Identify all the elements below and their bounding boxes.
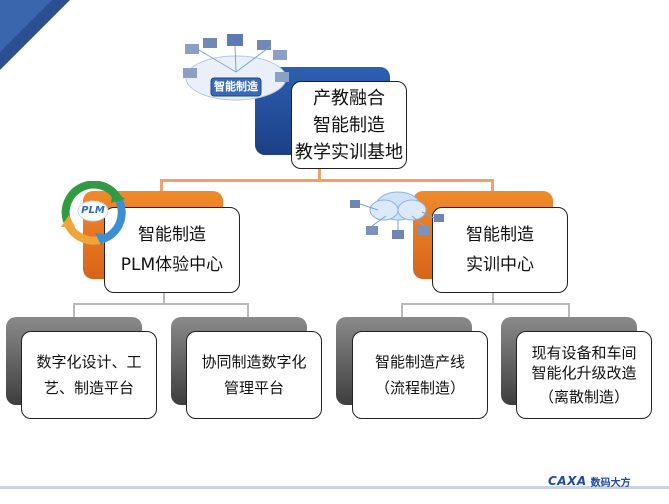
connector-right-branch-horizontal [401,303,570,305]
leaf-4-node[interactable]: 现有设备和车间 智能化升级改造 （离散制造） [516,331,652,419]
connector-right-down [491,179,494,191]
right-mid-line-1: 智能制造 [466,225,534,245]
connector-leaf2-down [247,303,249,318]
leaf-1-line-1: 数字化设计、工 [36,353,142,371]
cloud-network-icon [350,191,444,239]
leaf-1-line-2: 艺、制造平台 [43,379,134,397]
logo-text: CAXA [548,474,587,488]
root-illustration: 智能制造 [177,30,295,108]
root-line-1: 产教融合 [313,87,385,109]
plm-icon-wrap: PLM [55,180,135,245]
root-node[interactable]: 产教融合 智能制造 教学实训基地 [291,81,407,169]
connector-left-branch-down [163,290,165,304]
left-mid-line-2: PLM体验中心 [120,255,224,275]
connector-left-branch-horizontal [73,303,249,305]
leaf-4-line-2: 智能化升级改造 [531,364,637,382]
connector-root-down [318,168,321,180]
right-mid-line-2: 实训中心 [466,255,534,275]
connector-leaf4-down [568,303,570,318]
plm-cycle-icon [61,180,126,245]
root-badge-label: 智能制造 [214,80,258,93]
leaf-2-node[interactable]: 协同制造数字化 管理平台 [186,331,322,419]
factory-network-icon [183,34,289,101]
leaf-4-line-3: （离散制造） [538,388,629,406]
leaf-1-node[interactable]: 数字化设计、工 艺、制造平台 [21,331,157,419]
leaf-3-line-1: 智能制造产线 [374,353,465,371]
plm-icon-label: PLM [81,205,105,216]
connector-mid-horizontal [160,179,493,182]
leaf-3-node[interactable]: 智能制造产线 （流程制造） [352,331,488,419]
connector-leaf3-down [401,303,403,318]
logo-cn-text: 数码大方 [590,477,631,489]
root-line-3: 教学实训基地 [295,141,403,163]
leaf-2-line-1: 协同制造数字化 [201,353,307,371]
leaf-3-line-2: （流程制造） [374,379,465,397]
right-mid-node[interactable]: 智能制造 实训中心 [432,207,568,293]
left-mid-line-1: 智能制造 [138,225,206,245]
left-mid-node[interactable]: 智能制造 PLM体验中心 [104,207,240,293]
root-line-2: 智能制造 [313,114,385,136]
connector-left-down [160,179,163,191]
connector-right-branch-down [492,290,494,304]
corner-decoration [0,0,70,70]
caxa-logo: CAXA 数码大方 [548,474,631,489]
leaf-2-line-2: 管理平台 [223,379,284,397]
footer-bar [0,486,669,489]
leaf-4-line-1: 现有设备和车间 [531,344,637,362]
connector-leaf1-down [73,303,75,318]
